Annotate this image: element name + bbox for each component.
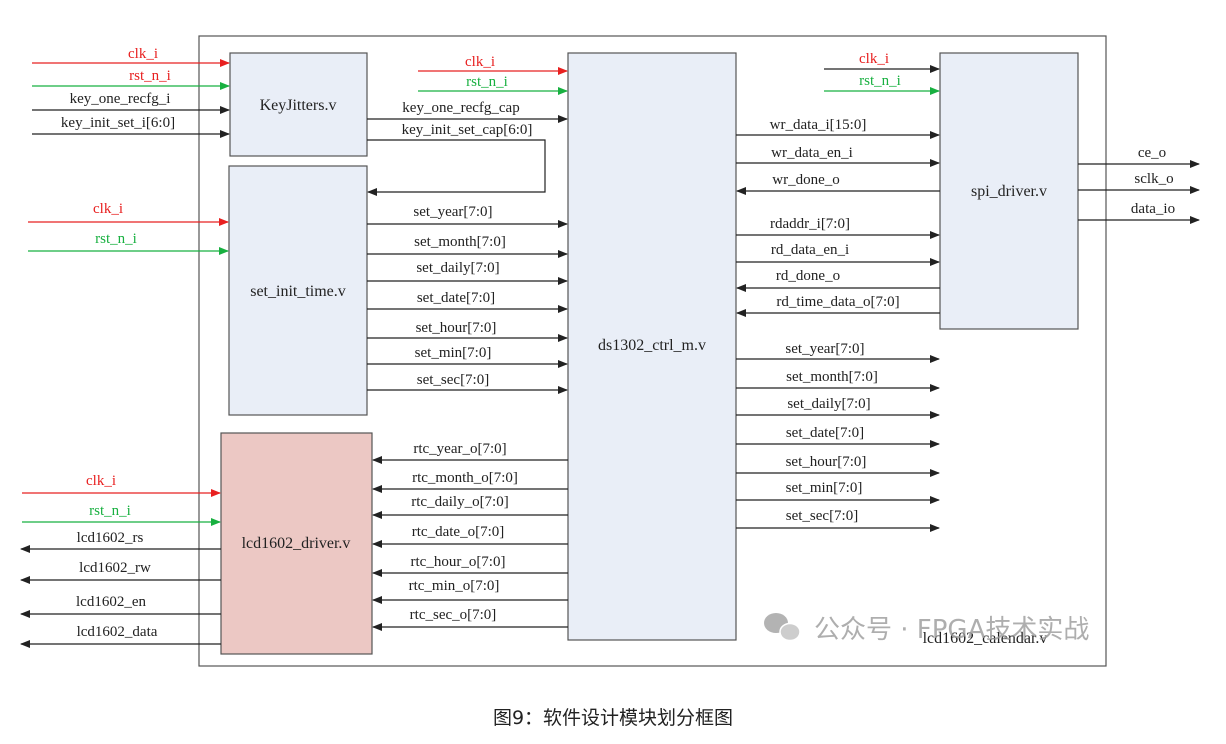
label-rd-time-data: rd_time_data_o[7:0]: [776, 294, 899, 310]
label-set-daily-in: set_daily[7:0]: [416, 260, 499, 276]
wechat-icon: [764, 613, 801, 642]
spi-driver-module: [939, 52, 1079, 330]
label-set-sec-in: set_sec[7:0]: [417, 372, 489, 388]
label-ds-rst: rst_n_i: [466, 74, 508, 90]
ds1302-ctrl-label: ds1302_ctrl_m.v: [598, 337, 706, 354]
spi-driver-label: spi_driver.v: [971, 183, 1047, 200]
label-set-year-in: set_year[7:0]: [413, 204, 492, 220]
label-rd-done: rd_done_o: [776, 268, 840, 284]
label-data-io: data_io: [1131, 201, 1175, 217]
keyjitters-module: [229, 52, 368, 157]
label-wr-data: wr_data_i[15:0]: [770, 117, 867, 133]
top-module-frame: [198, 35, 1107, 667]
label-set-min-out: set_min[7:0]: [786, 480, 863, 496]
keyjitters-label: KeyJitters.v: [260, 97, 337, 114]
ds1302-ctrl-module: [567, 52, 737, 641]
label-sit-clk: clk_i: [93, 201, 123, 217]
label-sclk: sclk_o: [1134, 171, 1173, 187]
label-set-year-out: set_year[7:0]: [785, 341, 864, 357]
label-set-date-in: set_date[7:0]: [417, 290, 495, 306]
label-spi-clk: clk_i: [859, 51, 889, 67]
label-rdaddr: rdaddr_i[7:0]: [770, 216, 850, 232]
figure-caption: 图9：软件设计模块划分框图: [493, 707, 733, 729]
label-lcd-en: lcd1602_en: [76, 594, 146, 610]
label-lcd-rst: rst_n_i: [89, 503, 131, 519]
label-lcd-rw: lcd1602_rw: [79, 560, 151, 576]
label-set-month-out: set_month[7:0]: [786, 369, 878, 385]
label-rtc-min: rtc_min_o[7:0]: [409, 578, 500, 594]
label-set-date-out: set_date[7:0]: [786, 425, 864, 441]
watermark-text: 公众号 · FPGA技术实战: [814, 615, 1089, 645]
label-kj-clk: clk_i: [128, 46, 158, 62]
set-init-time-label: set_init_time.v: [250, 283, 346, 300]
label-spi-rst: rst_n_i: [859, 73, 901, 89]
label-sit-rst: rst_n_i: [95, 231, 137, 247]
label-rtc-month: rtc_month_o[7:0]: [412, 470, 518, 486]
label-rtc-date: rtc_date_o[7:0]: [412, 524, 504, 540]
lcd1602-driver-label: lcd1602_driver.v: [242, 535, 351, 552]
label-set-sec-out: set_sec[7:0]: [786, 508, 858, 524]
label-ce: ce_o: [1138, 145, 1166, 161]
label-rtc-daily: rtc_daily_o[7:0]: [411, 494, 508, 510]
label-ds-clk: clk_i: [465, 54, 495, 70]
label-set-hour-out: set_hour[7:0]: [786, 454, 867, 470]
label-lcd-data: lcd1602_data: [77, 624, 158, 640]
label-rd-data-en: rd_data_en_i: [771, 242, 849, 258]
label-kj-key-one: key_one_recfg_i: [70, 91, 171, 107]
label-rtc-year: rtc_year_o[7:0]: [413, 441, 506, 457]
lcd1602-driver-module: [220, 432, 373, 655]
label-kj-key-init: key_init_set_i[6:0]: [61, 115, 175, 131]
label-set-daily-out: set_daily[7:0]: [787, 396, 870, 412]
label-lcd-clk: clk_i: [86, 473, 116, 489]
label-set-min-in: set_min[7:0]: [415, 345, 492, 361]
top-module-label: lcd1602_calendar.v: [923, 630, 1048, 647]
label-key-one-cap: key_one_recfg_cap: [402, 100, 519, 116]
label-wr-done: wr_done_o: [772, 172, 840, 188]
label-rtc-sec: rtc_sec_o[7:0]: [410, 607, 497, 623]
label-kj-rst: rst_n_i: [129, 68, 171, 84]
label-wr-data-en: wr_data_en_i: [771, 145, 853, 161]
label-key-init-cap: key_init_set_cap[6:0]: [402, 122, 533, 138]
label-lcd-rs: lcd1602_rs: [77, 530, 144, 546]
label-set-hour-in: set_hour[7:0]: [416, 320, 497, 336]
label-set-month-in: set_month[7:0]: [414, 234, 506, 250]
set-init-time-module: [228, 165, 368, 416]
label-rtc-hour: rtc_hour_o[7:0]: [411, 554, 506, 570]
wire-key-init-cap: [367, 139, 546, 196]
